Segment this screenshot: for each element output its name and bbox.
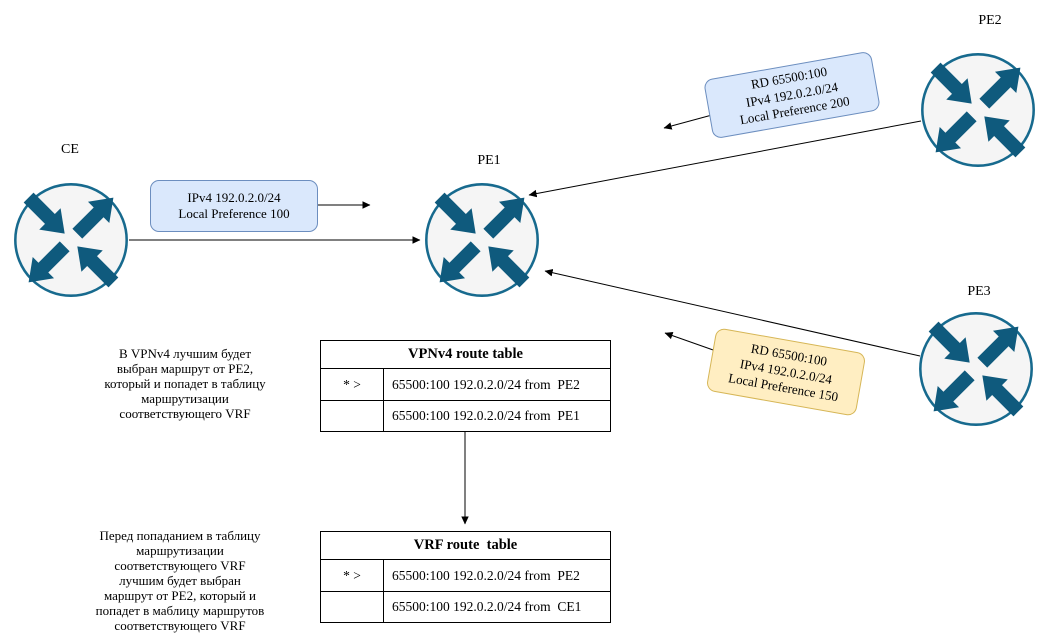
table-row: 65500:100 192.0.2.0/24 from CE1: [321, 591, 610, 622]
route-entry: 65500:100 192.0.2.0/24 from PE1: [392, 408, 580, 423]
annotation-line: который и попадет в таблицу: [104, 376, 266, 391]
annotation-line: лучшим будет выбран: [119, 573, 241, 588]
annotation-vpnv4-selection: В VPNv4 лучшим будет выбран маршрут от P…: [70, 346, 300, 421]
annotation-line: Перед попаданием в таблицу: [99, 528, 261, 543]
router-name-pe3: PE3: [967, 284, 991, 299]
annotation-line: соответствующего VRF: [114, 558, 246, 573]
route-label-line: Local Preference 100: [178, 206, 290, 221]
router-icon-pe2: [920, 52, 1036, 168]
best-path-flag: [321, 592, 384, 622]
vrf-route-table: VRF route table * > 65500:100 192.0.2.0/…: [320, 531, 611, 623]
annotation-line: соответствующего VRF: [114, 618, 246, 633]
annotation-line: маршрутизации: [141, 391, 229, 406]
route-entry: 65500:100 192.0.2.0/24 from PE2: [392, 567, 580, 583]
annotation-vrf-selection: Перед попаданием в таблицу маршрутизации…: [55, 528, 305, 633]
annotation-line: маршрут от PE2, который и: [103, 588, 256, 603]
best-path-flag: * >: [321, 369, 384, 400]
router-name-ce: CE: [61, 142, 79, 157]
link-pe3-pe1: [544, 269, 921, 357]
best-path-flag: * >: [321, 560, 384, 591]
annotation-line: В VPNv4 лучшим будет: [118, 346, 251, 361]
arrow-pe2-advertise: [663, 114, 713, 130]
router-icon-ce: [13, 182, 129, 298]
annotation-line: соответствующего VRF: [119, 406, 251, 421]
annotation-line: попадет в маблицу маршрутов: [95, 603, 265, 618]
route-label-ce: IPv4 192.0.2.0/24 Local Preference 100: [150, 180, 318, 232]
arrow-pe3-advertise: [664, 331, 717, 352]
vpnv4-route-table: VPNv4 route table * > 65500:100 192.0.2.…: [320, 340, 611, 432]
table-row: * > 65500:100 192.0.2.0/24 from PE2: [321, 560, 610, 591]
router-icon-pe1: [424, 182, 540, 298]
vrf-table-title: VRF route table: [321, 532, 610, 560]
router-icon-pe3: [918, 311, 1034, 427]
annotation-line: выбран маршрут от PE2,: [116, 361, 254, 376]
router-name-pe1: PE1: [477, 153, 501, 168]
link-pe2-pe1: [528, 120, 922, 198]
route-label-line: IPv4 192.0.2.0/24: [187, 189, 281, 205]
route-entry: 65500:100 192.0.2.0/24 from CE1: [392, 599, 582, 614]
annotation-line: маршрутизации: [136, 543, 224, 558]
route-entry: 65500:100 192.0.2.0/24 from PE2: [392, 376, 580, 392]
vpnv4-table-title: VPNv4 route table: [321, 341, 610, 369]
router-name-pe2: PE2: [978, 13, 1002, 28]
best-path-flag: [321, 401, 384, 431]
table-row: 65500:100 192.0.2.0/24 from PE1: [321, 400, 610, 431]
table-row: * > 65500:100 192.0.2.0/24 from PE2: [321, 369, 610, 400]
